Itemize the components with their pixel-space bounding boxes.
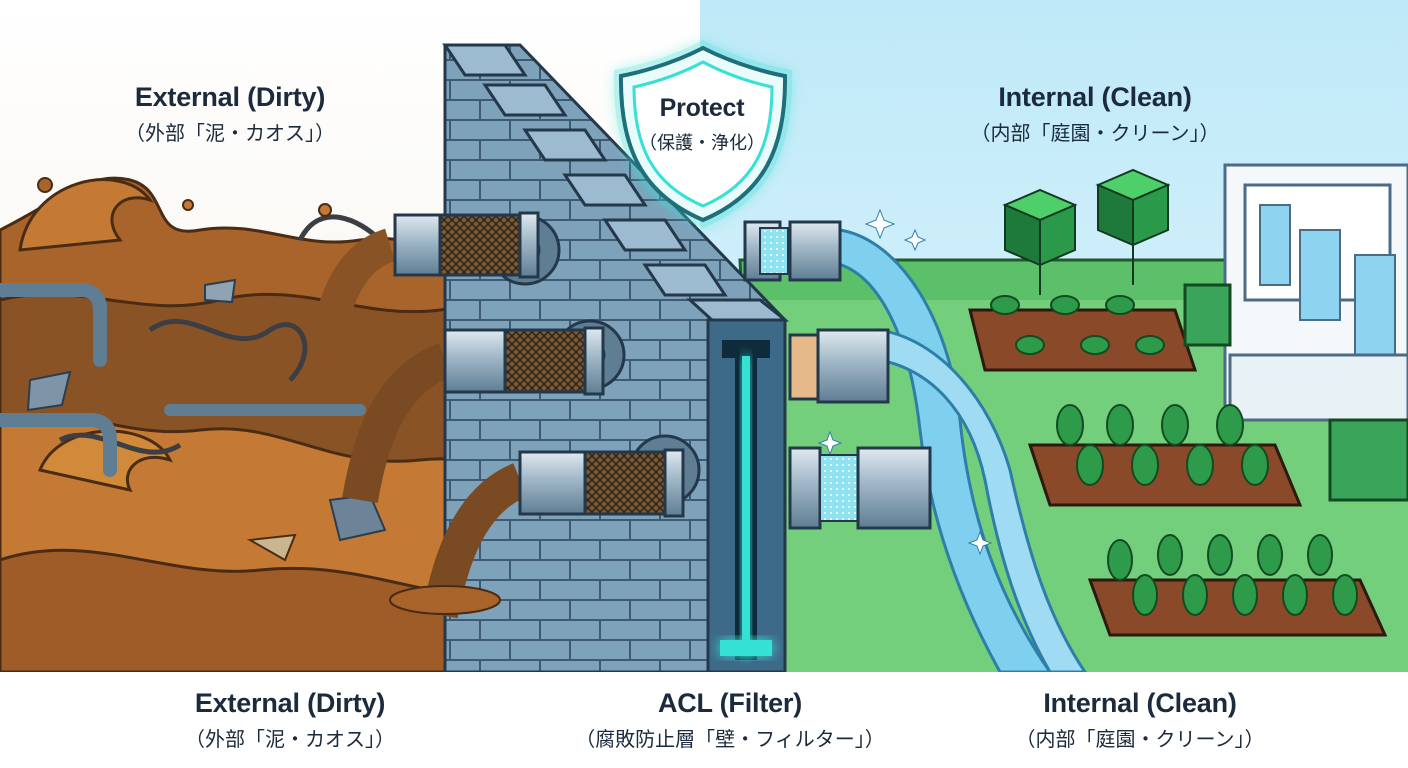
data-cube-2 (1095, 168, 1171, 285)
label-shield-title: Protect (659, 94, 745, 122)
planter-bed-1 (968, 295, 1198, 372)
dirty-pipe-1 (303, 211, 540, 383)
caption-external-title: External (Dirty) (194, 688, 386, 718)
caption-acl: ACL (Filter) （腐敗防止層「壁・フィルター」） (540, 688, 920, 752)
dirty-pipe-3 (389, 448, 685, 619)
clean-pipe-1 (743, 220, 842, 282)
clean-pipe-3 (788, 446, 932, 530)
data-cube-1 (1002, 188, 1078, 295)
clean-pipes (743, 220, 932, 530)
label-shield-subtitle: （保護・浄化） (639, 133, 765, 153)
caption-external: External (Dirty) （外部「泥・カオス」） (110, 688, 470, 752)
label-external-top: External (Dirty) （外部「泥・カオス」） (40, 82, 420, 146)
shield-icon (613, 40, 793, 228)
planter-bed-3 (1087, 534, 1388, 637)
caption-internal-title: Internal (Clean) (1043, 688, 1237, 718)
caption-external-subtitle: （外部「泥・カオス」） (185, 729, 395, 751)
label-internal-top-subtitle: （内部「庭園・クリーン」） (970, 123, 1220, 145)
label-internal-top: Internal (Clean) （内部「庭園・クリーン」） (895, 82, 1295, 146)
clean-pipe-2 (788, 328, 890, 404)
label-shield: Protect （保護・浄化） (612, 94, 792, 155)
dirty-pipes (303, 211, 685, 619)
caption-internal-subtitle: （内部「庭園・クリーン」） (1015, 729, 1265, 751)
caption-band (0, 672, 1408, 768)
planter-bed-2 (1027, 404, 1303, 507)
caption-acl-subtitle: （腐敗防止層「壁・フィルター」） (575, 729, 885, 751)
dirty-pipe-2 (342, 326, 605, 504)
label-external-top-subtitle: （外部「泥・カオス」） (125, 123, 335, 145)
building (1223, 163, 1408, 422)
caption-acl-title: ACL (Filter) (657, 688, 803, 718)
label-internal-top-title: Internal (Clean) (998, 82, 1192, 112)
caption-internal: Internal (Clean) （内部「庭園・クリーン」） (950, 688, 1330, 752)
label-external-top-title: External (Dirty) (134, 82, 326, 112)
garden-area (738, 163, 1408, 674)
